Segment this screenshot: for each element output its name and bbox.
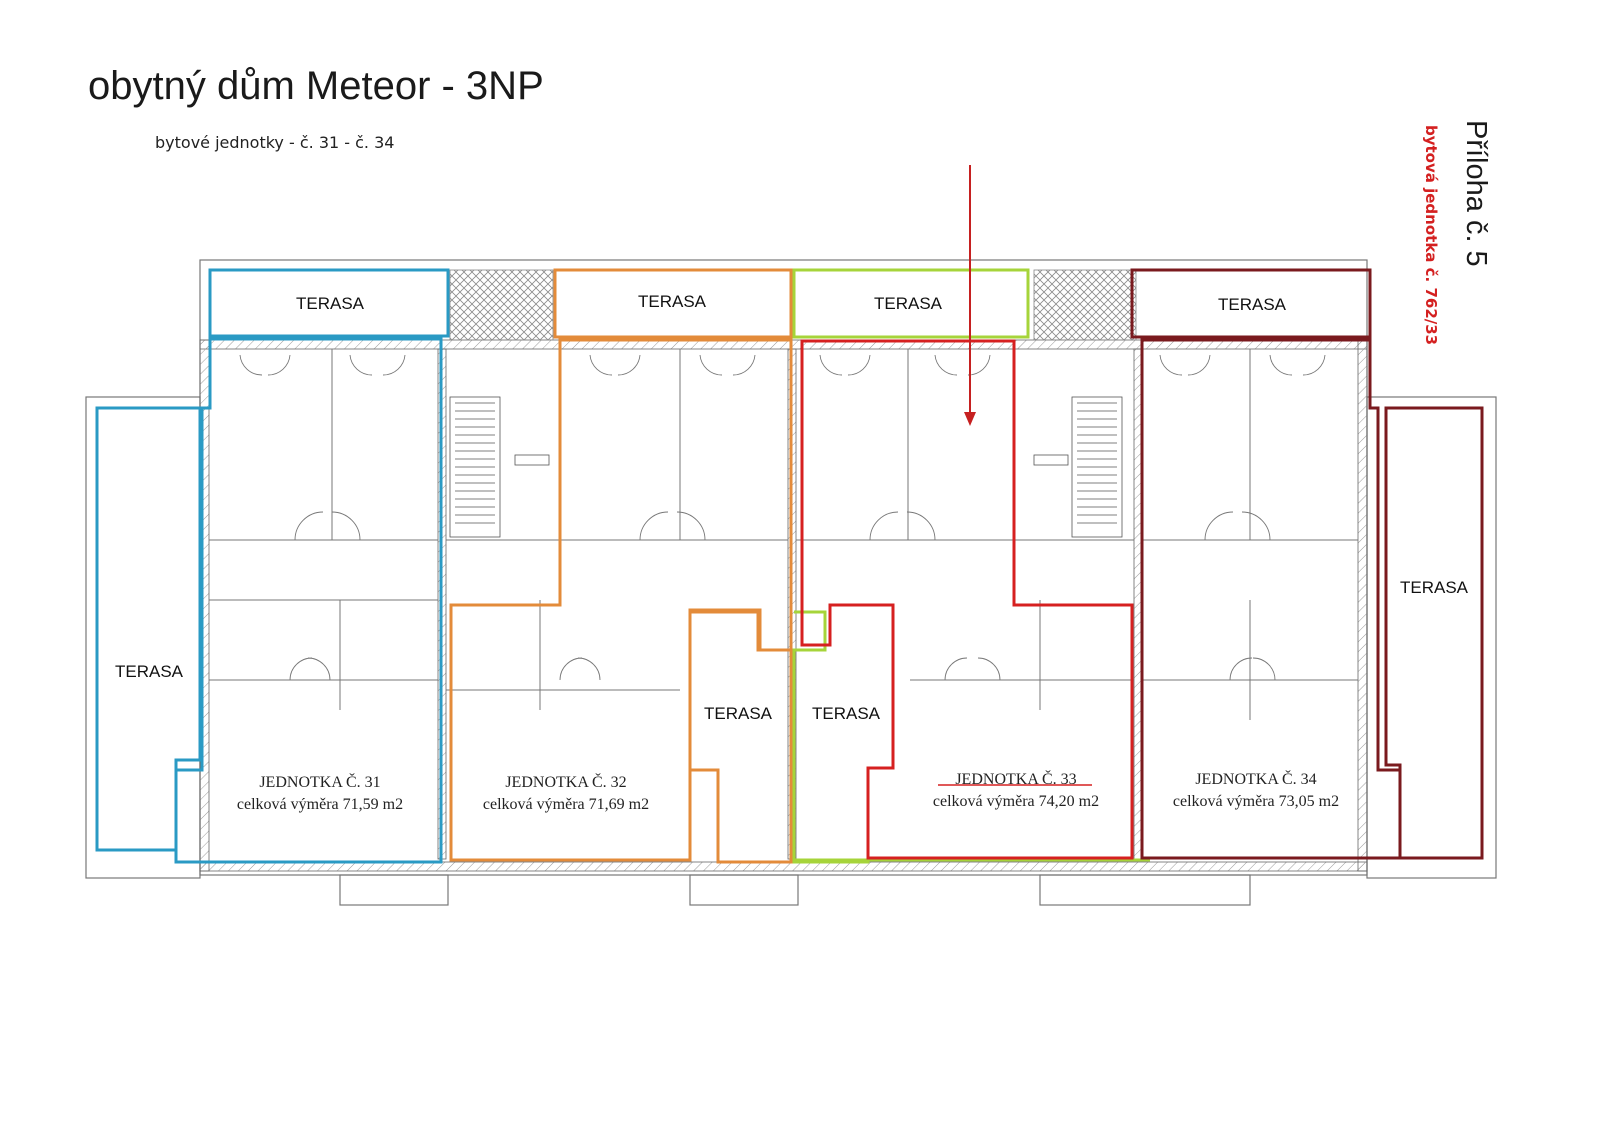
- terrace-label: TERASA: [1218, 295, 1287, 314]
- terrace-label: TERASA: [1400, 578, 1469, 597]
- terrace-label: TERASA: [704, 704, 773, 723]
- page-subtitle: bytové jednotky - č. 31 - č. 34: [155, 133, 395, 152]
- stairwell-right: [1033, 396, 1123, 538]
- unit-31-name: JEDNOTKA Č. 31: [259, 772, 380, 791]
- unit-34-outline: [1130, 268, 1484, 860]
- terrace-label: TERASA: [638, 292, 707, 311]
- terrace-label: TERASA: [115, 662, 184, 681]
- unit-33-outline: [800, 339, 1134, 860]
- unit-33-terrace-outline: [792, 268, 1150, 864]
- location-arrow: [964, 165, 976, 426]
- hatched-gaps: [449, 269, 1137, 341]
- unit-32-name: JEDNOTKA Č. 32: [505, 772, 626, 791]
- terrace-labels: TERASA TERASA TERASA TERASA TERASA TERAS…: [115, 292, 1469, 723]
- unit-32-outline: [449, 268, 793, 864]
- terrace-label: TERASA: [874, 294, 943, 313]
- unit-34-area: celková výměra 73,05 m2: [1173, 793, 1339, 810]
- exterior-walls: [199, 339, 1368, 872]
- page-title: obytný dům Meteor - 3NP: [88, 64, 544, 108]
- unit-32-area: celková výměra 71,69 m2: [483, 796, 649, 813]
- door-swings: [239, 354, 1326, 681]
- terrace-label: TERASA: [812, 704, 881, 723]
- unit-labels: JEDNOTKA Č. 31 celková výměra 71,59 m2 J…: [237, 769, 1339, 813]
- unit-31-area: celková výměra 71,59 m2: [237, 796, 403, 813]
- unit-33-name: JEDNOTKA Č. 33: [955, 769, 1076, 788]
- unit-33-area: celková výměra 74,20 m2: [933, 793, 1099, 810]
- unit-34-name: JEDNOTKA Č. 34: [1195, 769, 1316, 788]
- stairwell-left: [449, 396, 550, 538]
- interior-walls: [209, 349, 1358, 720]
- terrace-label: TERASA: [296, 294, 365, 313]
- unit-31-outline: [95, 268, 450, 864]
